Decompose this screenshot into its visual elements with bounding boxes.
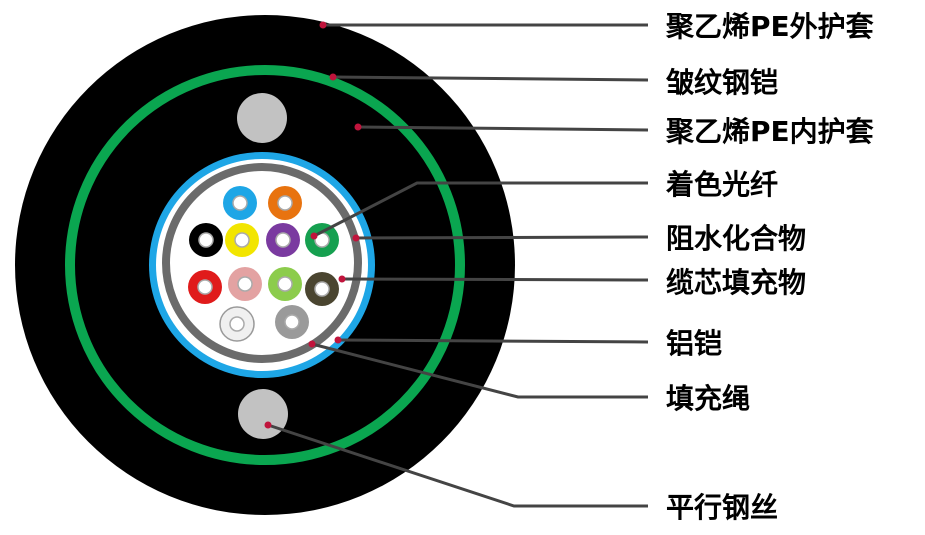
steel-wire-bottom [238,389,288,439]
pin-dots [264,21,362,429]
leader-core-filler [341,277,649,282]
pin-dot [319,21,327,29]
label-inner-sheath: 聚乙烯PE内护套 [665,115,875,148]
fiber [268,267,302,301]
fiber [189,223,223,257]
tube-wall [162,163,362,363]
fiber [275,305,309,339]
pin-dot [352,234,360,242]
pin-dot [329,73,337,81]
label-corrugated-steel: 皱纹钢铠 [665,66,778,99]
pin-dot [334,336,342,344]
label-filler-rope: 填充绳 [666,382,750,415]
fiber [305,223,339,257]
leader-parallel-steel-wire [267,423,648,508]
label-water-blocking: 阻水化合物 [666,222,806,255]
fiber [223,186,257,220]
label-parallel-steel-wire: 平行钢丝 [666,491,778,524]
leader-lines [267,23,649,508]
fiber [219,306,255,342]
pin-dot [310,232,318,240]
fiber [266,223,300,257]
leader-colored-fiber [313,181,648,238]
corrugated-steel-armor [65,65,465,465]
leader-filler-rope [311,342,648,399]
pin-dot [338,275,346,283]
pin-dot [308,340,316,348]
leader-inner-sheath [357,125,649,132]
pin-dot [264,421,272,429]
fiber [228,267,262,301]
leader-corrugated-steel [332,75,649,82]
leader-aluminum-armor [337,338,649,344]
leader-water-blocking [355,235,649,240]
fiber [188,270,222,304]
label-core-filler: 缆芯填充物 [666,266,806,299]
colored-fiber-group [188,186,339,342]
fiber [268,186,302,220]
fiber [305,272,339,306]
pin-dot [354,123,362,131]
labels: 聚乙烯PE外护套 皱纹钢铠 聚乙烯PE内护套 着色光纤 阻水化合物 缆芯填充物 … [665,10,875,524]
label-aluminum-armor: 铝铠 [666,327,722,360]
fiber [225,223,259,257]
fiber-core [171,172,353,354]
steel-wire-top [237,93,287,143]
label-colored-fiber: 着色光纤 [665,168,778,201]
label-outer-sheath: 聚乙烯PE外护套 [665,10,875,43]
